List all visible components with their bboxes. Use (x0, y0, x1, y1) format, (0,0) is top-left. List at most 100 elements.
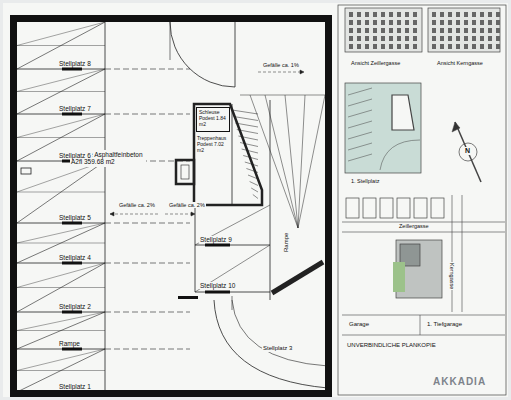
window (381, 28, 385, 33)
window (496, 44, 500, 49)
paper-sheet (3, 3, 508, 397)
mini-plan (345, 83, 421, 173)
window (397, 20, 401, 25)
plan-line (298, 95, 305, 228)
plan-line (17, 223, 105, 243)
plan-line (237, 130, 258, 134)
small-box (21, 168, 31, 174)
plan-label: Stellplatz 1 (58, 383, 92, 390)
plan-line (240, 143, 258, 147)
plan-line (105, 312, 190, 313)
plan-label: Ansicht Kerngasse (436, 60, 484, 66)
plan-label: Stellplatz 7 (58, 105, 92, 112)
plan-line (348, 132, 372, 139)
plan-line (232, 296, 233, 310)
plan-line (232, 110, 258, 114)
window (488, 12, 492, 17)
window (472, 44, 476, 49)
plan-line (242, 149, 258, 153)
plan-line (17, 263, 105, 312)
stall-marker (205, 291, 230, 294)
plan-line (17, 349, 105, 371)
plan-line (17, 330, 105, 331)
green (393, 262, 405, 292)
plan-line (195, 205, 196, 292)
plan-line (17, 114, 105, 115)
plan-line (17, 287, 105, 288)
plan-line (342, 232, 505, 233)
window (432, 12, 436, 17)
plan-line (17, 69, 105, 70)
plan-line (348, 99, 372, 106)
plan-label: Gefälle ca. 1% (262, 62, 300, 68)
shaft (176, 160, 194, 184)
window (389, 12, 393, 17)
plan-line (250, 182, 258, 186)
plan-line (265, 95, 298, 228)
marker (178, 296, 198, 299)
plan-path (194, 104, 262, 205)
plan-line (17, 22, 105, 46)
plan-line (17, 69, 105, 92)
window (349, 44, 353, 49)
plan-label: Kerngasse (449, 262, 455, 290)
plan-line (195, 292, 270, 293)
plan-path (110, 212, 114, 216)
plan-line (258, 72, 300, 73)
window (349, 36, 353, 41)
window (432, 36, 436, 41)
window (496, 28, 500, 33)
window (480, 12, 484, 17)
window (397, 44, 401, 49)
plan-line (342, 335, 505, 336)
plan-line (17, 161, 105, 223)
plan-line (253, 195, 258, 199)
site-block (363, 198, 376, 218)
plan-line (17, 45, 105, 46)
plan-line (17, 69, 105, 114)
window (349, 12, 353, 17)
plan-path (380, 140, 420, 170)
window (496, 36, 500, 41)
room-box: Treppenhaus Podest 7.02 m2 (195, 134, 231, 160)
plan-label: Stellplatz 8 (58, 60, 92, 67)
plan-line (105, 263, 190, 264)
site-block (380, 198, 393, 218)
stall-marker (62, 311, 82, 314)
plan-line (272, 262, 323, 293)
window (373, 44, 377, 49)
plan-line (238, 136, 258, 140)
window (381, 36, 385, 41)
plan-line (110, 214, 160, 215)
window (405, 44, 409, 49)
plan-line (17, 137, 105, 138)
plan-line (17, 370, 105, 371)
plan-line (235, 20, 236, 87)
plan-label: Stellplatz 6 (58, 152, 92, 159)
plan-line (298, 95, 325, 228)
plan-path (214, 300, 328, 388)
window (405, 20, 409, 25)
window (373, 28, 377, 33)
plan-line (348, 88, 372, 95)
room-label: Schleuse Podest 1.84 m2 (199, 110, 227, 127)
title-block (338, 5, 506, 395)
window (488, 20, 492, 25)
compass-needle (455, 122, 481, 182)
window (413, 36, 417, 41)
plan-line (240, 95, 328, 96)
window (413, 12, 417, 17)
compass (459, 143, 477, 161)
plan-line (17, 263, 105, 264)
plan-line (342, 315, 505, 316)
plan-label: Rampe (283, 232, 290, 253)
plan-label: Rampe (58, 340, 81, 347)
window (472, 28, 476, 33)
plan-line (17, 91, 105, 92)
window (397, 36, 401, 41)
plan-line (105, 69, 190, 70)
window (357, 20, 361, 25)
window (349, 28, 353, 33)
plan-line (248, 175, 258, 179)
window (389, 36, 393, 41)
